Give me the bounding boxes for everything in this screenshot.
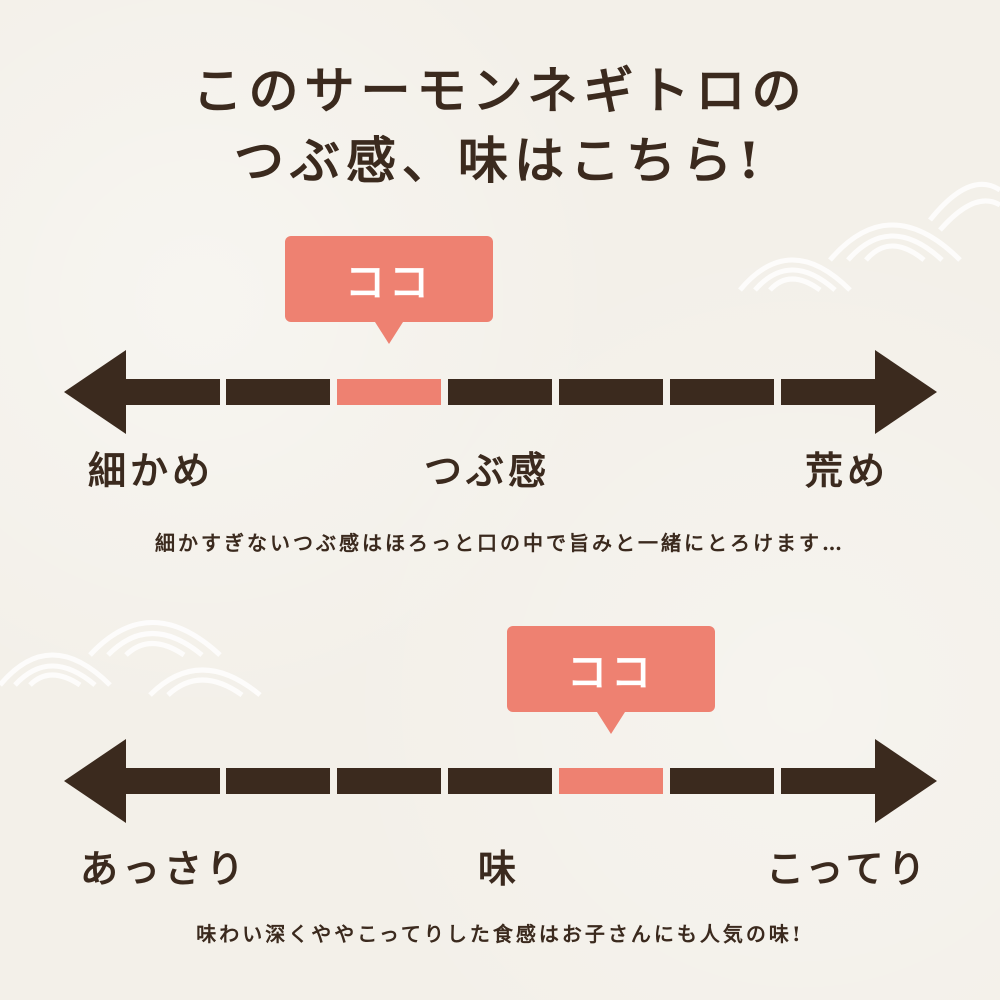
scale-segment: [337, 768, 441, 794]
wave-pattern-icon: [0, 620, 262, 698]
arrow-left-icon: [64, 350, 220, 434]
arrow-left-icon: [64, 739, 220, 823]
arrow-right-icon: [781, 739, 937, 823]
title-line-2: つぶ感、味はこちら!: [234, 131, 766, 190]
scale-label-left: あっさり: [80, 846, 249, 891]
scale-segment: [448, 768, 552, 794]
wave-pattern-icon: [738, 181, 1000, 293]
scale-segment: [448, 379, 552, 405]
scale-segment: [559, 379, 663, 405]
scale-segment-active: [337, 379, 441, 405]
marker-label: ココ: [345, 259, 433, 306]
title-line-1: このサーモンネギトロの: [192, 61, 808, 120]
scale-segment: [670, 379, 774, 405]
scale-segment: [670, 768, 774, 794]
scale-description: 細かすぎないつぶ感はほろっと口の中で旨みと一緒にとろけます…: [155, 531, 845, 555]
scale-description: 味わい深くややこってりした食感はお子さんにも人気の味!: [196, 922, 804, 946]
marker-bubble: ココ: [285, 236, 493, 344]
scale-label-right: 荒め: [805, 448, 890, 493]
marker-bubble: ココ: [507, 626, 715, 734]
scale-segment-active: [559, 768, 663, 794]
scale-label-left: 細かめ: [88, 448, 215, 493]
scale-segment: [226, 379, 330, 405]
scale-label-right: こってり: [766, 846, 930, 891]
scale-label-center: 味: [478, 846, 521, 891]
scale-label-center: つぶ感: [424, 448, 551, 493]
scale-segment: [226, 768, 330, 794]
arrow-right-icon: [781, 350, 937, 434]
marker-label: ココ: [567, 649, 655, 696]
